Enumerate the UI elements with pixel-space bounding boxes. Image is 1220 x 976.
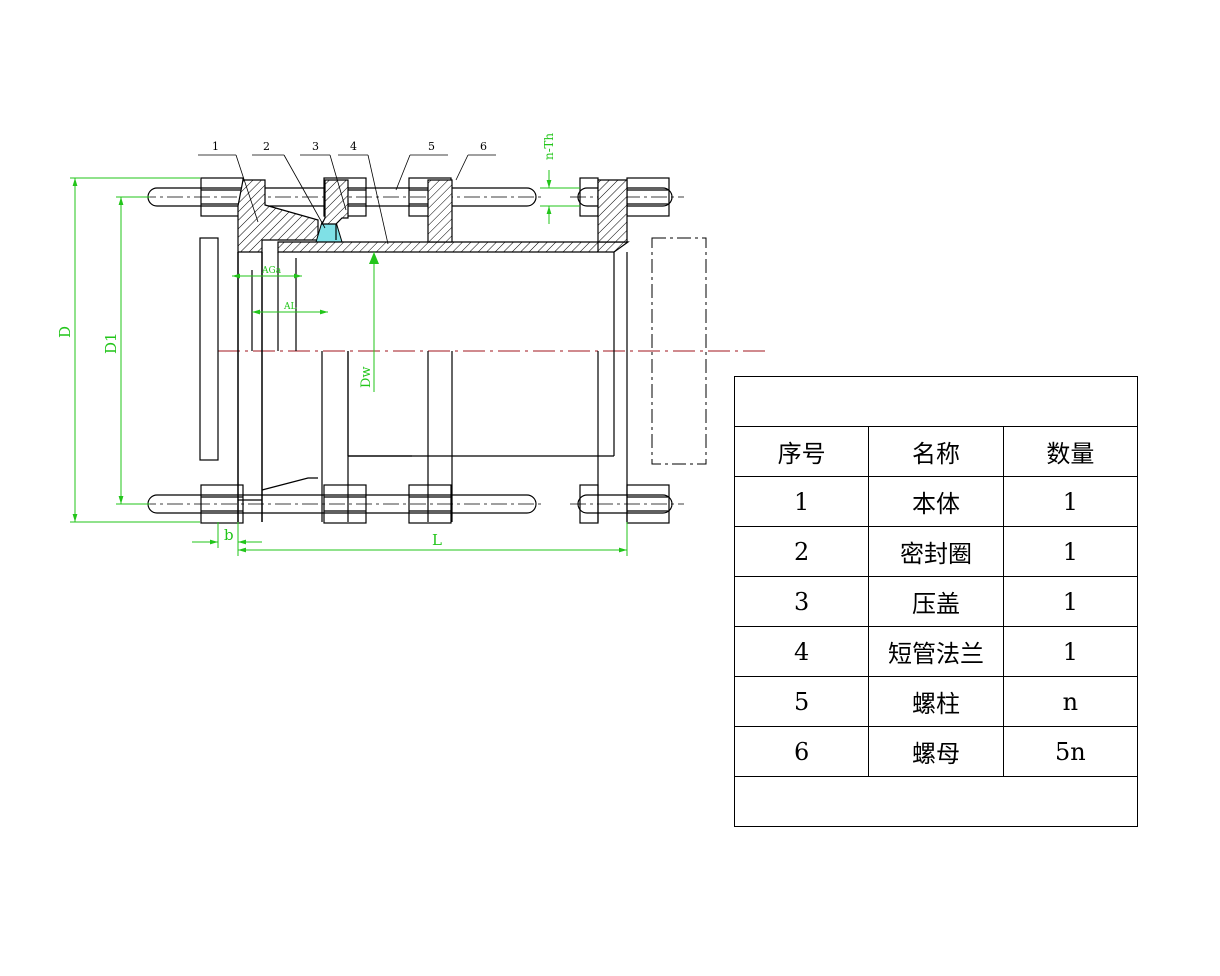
mating-pipe-phantom	[651, 237, 707, 465]
table-row: 5 螺柱 n	[733, 676, 1139, 727]
short-pipe-part-4	[277, 241, 630, 457]
leader-1: 1	[212, 140, 219, 153]
cell-no: 3	[733, 576, 870, 627]
dim-b: b	[224, 526, 234, 544]
right-end-flange	[597, 179, 628, 522]
table-footer-row	[734, 776, 1138, 827]
dim-n-Th: n-Th	[542, 133, 556, 160]
dim-Dw: Dw	[359, 366, 374, 388]
dim-D1: D1	[102, 332, 120, 354]
cell-name: 压盖	[868, 576, 1004, 627]
table-header-row: 序号 名称 数量	[733, 426, 1139, 477]
dim-dL: AL	[283, 302, 296, 312]
seal-ring-part-2	[315, 221, 343, 243]
cell-no: 2	[733, 526, 870, 577]
middle-flange	[427, 179, 453, 522]
table-row: 4 短管法兰 1	[733, 626, 1139, 677]
header-qty: 数量	[1002, 426, 1139, 477]
table-row: 1 本体 1	[733, 476, 1139, 527]
cell-no: 4	[733, 626, 870, 677]
cell-qty: 1	[1002, 576, 1139, 627]
parts-list-table: 序号 名称 数量 1 本体 1 2 密封圈 1 3 压盖 1 4 短管法兰 1 …	[733, 376, 1139, 827]
leader-2: 2	[263, 140, 270, 153]
dimensions: D D1 L b n-Th Dw AGa AL	[56, 133, 628, 556]
table-title-row	[734, 376, 1138, 427]
table-footer	[734, 776, 1138, 827]
cell-qty: n	[1002, 676, 1139, 727]
leader-5: 5	[428, 140, 435, 153]
nuts-bottom	[200, 484, 670, 524]
part-leaders: 1 2 3 4 5 6	[198, 140, 496, 245]
cell-name: 螺母	[868, 726, 1004, 777]
leader-6: 6	[480, 140, 487, 153]
cell-qty: 1	[1002, 526, 1139, 577]
cell-qty: 1	[1002, 626, 1139, 677]
header-name: 名称	[868, 426, 1004, 477]
leader-3: 3	[312, 140, 319, 153]
table-row: 3 压盖 1	[733, 576, 1139, 627]
cell-no: 1	[733, 476, 870, 527]
dim-L: L	[432, 531, 442, 549]
header-no: 序号	[733, 426, 870, 477]
leader-4: 4	[350, 140, 357, 153]
cell-name: 密封圈	[868, 526, 1004, 577]
table-title	[734, 376, 1138, 427]
table-row: 6 螺母 5n	[733, 726, 1139, 777]
cell-qty: 5n	[1002, 726, 1139, 777]
cell-name: 短管法兰	[868, 626, 1004, 677]
cell-name: 螺柱	[868, 676, 1004, 727]
body-part-1	[199, 179, 319, 522]
dim-dGa: AGa	[261, 266, 282, 276]
cell-no: 5	[733, 676, 870, 727]
cell-name: 本体	[868, 476, 1004, 527]
dim-D: D	[56, 326, 74, 338]
cell-no: 6	[733, 726, 870, 777]
cell-qty: 1	[1002, 476, 1139, 527]
table-row: 2 密封圈 1	[733, 526, 1139, 577]
